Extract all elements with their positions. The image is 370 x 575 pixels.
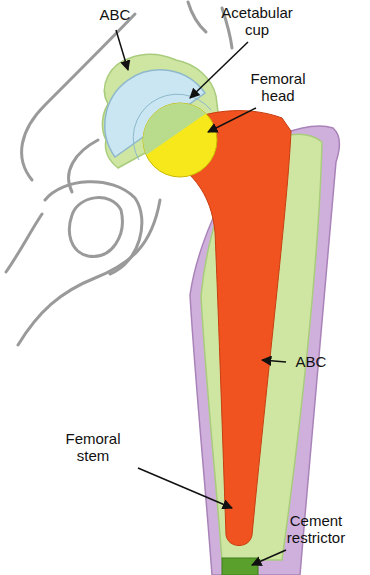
leader-line: [138, 468, 232, 508]
leader-line: [208, 108, 256, 132]
leader-line: [116, 30, 128, 70]
part-label: Acetabular cup: [214, 4, 300, 38]
leader-line: [252, 550, 286, 565]
cup-liner: [143, 103, 217, 177]
leader-lines: [116, 30, 286, 565]
part-label: ABC: [90, 6, 140, 23]
obturator-foramen: [69, 198, 122, 257]
pelvis-line: [188, 2, 206, 32]
leader-line: [262, 360, 286, 362]
pelvis-line: [6, 214, 42, 272]
pelvis-line: [18, 200, 160, 345]
femoral-stem: [180, 111, 291, 546]
part-label: ABC: [288, 353, 334, 370]
cup-inner-edge: [133, 94, 211, 160]
cement-restrictor: [222, 558, 258, 575]
part-label: Femoral head: [236, 70, 320, 104]
part-label: Femoral stem: [50, 430, 136, 464]
part-label: Cement restrictor: [270, 512, 362, 546]
femoral-head: [143, 103, 217, 177]
leader-line: [190, 42, 248, 98]
